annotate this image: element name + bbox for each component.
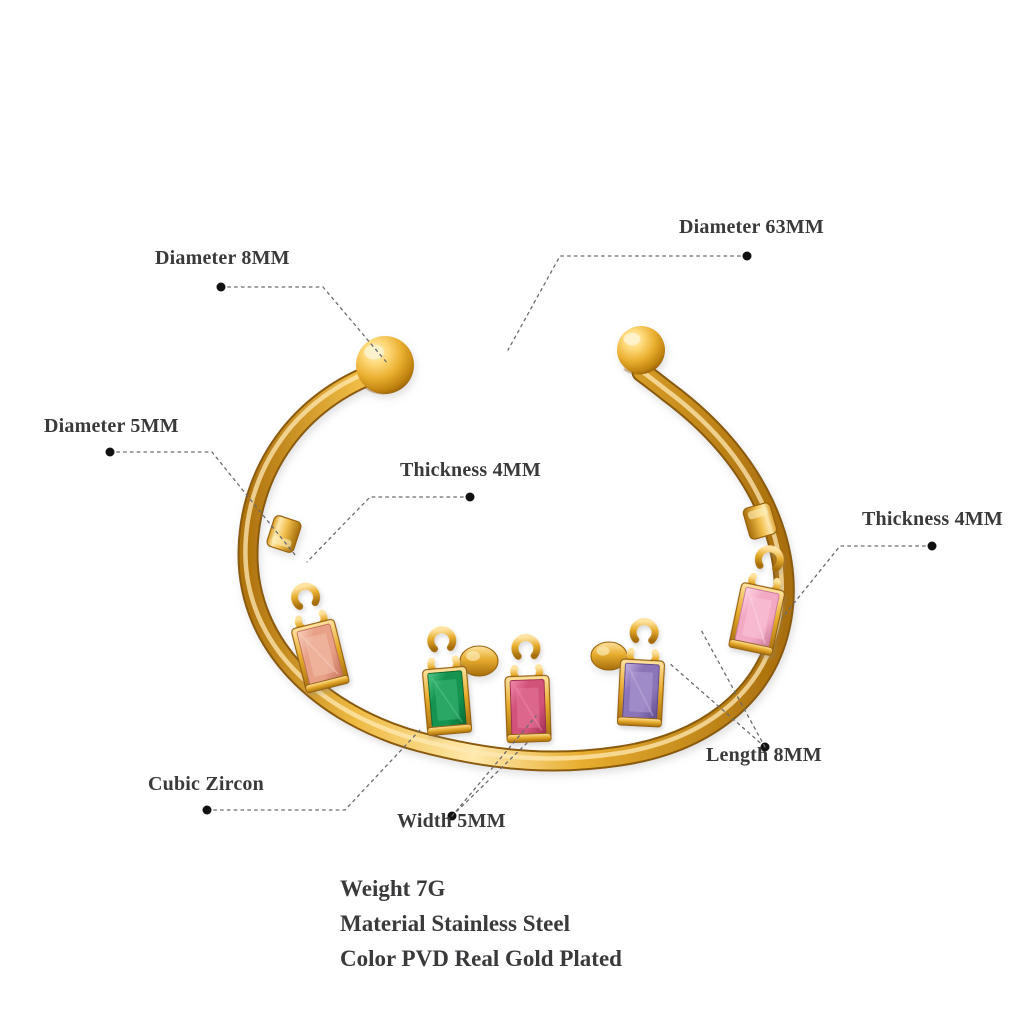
leader-width-5mm <box>451 741 529 817</box>
leader-length-8mm <box>667 661 766 748</box>
charm-gem-facet <box>301 635 339 675</box>
leader-diameter-8mm <box>220 286 389 365</box>
charm-green <box>422 626 473 737</box>
leader-thickness-4mm-right <box>781 545 933 619</box>
charm-rose <box>504 634 552 744</box>
terminal-ball-right <box>617 326 665 375</box>
leader-thickness-4mm-left-anchor-dot <box>465 492 475 502</box>
callout-thickness-4mm-right: Thickness 4MM <box>862 508 1003 530</box>
charm-prong-bottom <box>728 638 774 656</box>
leader-diameter-5mm <box>109 451 297 557</box>
terminal-ball-left <box>356 336 414 395</box>
leader-diameter-63mm <box>507 255 748 351</box>
leader-diameter-8mm-anchor-dot <box>216 282 226 292</box>
spec-material: Material Stainless Steel <box>340 910 570 936</box>
callout-thickness-4mm-left: Thickness 4MM <box>400 459 541 481</box>
charm-prong-bottom <box>506 732 552 744</box>
callout-cubic-zircon: Cubic Zircon <box>148 773 264 795</box>
bracelet-group <box>237 326 795 772</box>
leader-cubic-zircon <box>206 729 421 811</box>
charm-pink <box>728 545 786 656</box>
leader-length-8mm-secondary <box>699 627 766 748</box>
callout-diameter-5mm: Diameter 5MM <box>44 415 179 437</box>
leader-thickness-4mm-left <box>306 496 471 563</box>
charm-peach <box>291 582 350 694</box>
charm-gem-facet <box>748 592 766 644</box>
bead-collar-right <box>742 502 778 540</box>
callout-width-5mm: Width 5MM <box>397 810 506 832</box>
spec-color: Color PVD Real Gold Plated <box>340 945 622 971</box>
charm-prong-bottom <box>427 723 473 737</box>
bangle-band-highlight <box>243 367 784 761</box>
spec-weight: Weight 7G <box>340 876 446 901</box>
charm-gem-facet <box>513 685 543 731</box>
charm-prong-bottom <box>305 675 350 694</box>
leader-width-5mm-secondary <box>451 715 537 817</box>
leader-diameter-63mm-anchor-dot <box>742 251 752 261</box>
charm-purple <box>616 618 666 728</box>
charm-gem-facet <box>628 668 654 716</box>
leader-cubic-zircon-anchor-dot <box>202 805 212 815</box>
callout-length-8mm: Length 8MM <box>706 744 822 766</box>
specification-block: Weight 7G Material Stainless Steel Color… <box>340 872 622 977</box>
leader-lines-layer <box>105 251 937 821</box>
charm-prong-bottom <box>616 716 662 728</box>
charm-gem-facet <box>431 677 463 723</box>
leader-thickness-4mm-right-anchor-dot <box>927 541 937 551</box>
callout-diameter-8mm: Diameter 8MM <box>155 247 290 269</box>
leader-diameter-5mm-anchor-dot <box>105 447 115 457</box>
callout-diameter-63mm: Diameter 63MM <box>679 216 824 238</box>
charms-layer <box>291 545 786 744</box>
bead-collar-left <box>266 515 302 553</box>
